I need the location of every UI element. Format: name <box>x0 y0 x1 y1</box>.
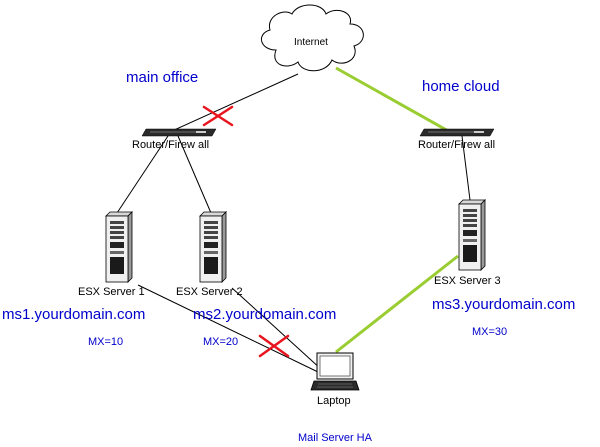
laptop-label: Laptop <box>317 395 351 407</box>
host-name-ms2: ms2.yourdomain.com <box>193 306 337 323</box>
host-name-ms1: ms1.yourdomain.com <box>2 306 146 323</box>
link-router-main-esx1 <box>116 135 169 214</box>
host-name-ms3: ms3.yourdomain.com <box>432 296 576 313</box>
mx-priority-ms3: MX=30 <box>472 326 508 338</box>
failed-link-mark-bottom <box>258 334 290 358</box>
router-icon <box>141 128 217 137</box>
link-router-main-esx2 <box>177 135 212 214</box>
link-router-home-esx3 <box>461 135 471 201</box>
esx3-label: ESX Server 3 <box>434 275 501 287</box>
router-home-label: Router/Firew all <box>418 139 496 151</box>
link-internet-router-main <box>171 73 299 132</box>
link-internet-router-home <box>335 66 451 134</box>
server-tower-icon <box>199 211 227 283</box>
server-tower-icon <box>105 211 133 283</box>
esx2-label: ESX Server 2 <box>176 286 243 298</box>
router-main-label: Router/Firew all <box>132 139 210 151</box>
mx-priority-ms2: MX=20 <box>203 336 239 348</box>
link-esx3-laptop <box>335 254 459 354</box>
failed-link-mark-top <box>202 105 234 127</box>
site-label-main-office: main office <box>126 69 199 86</box>
router-icon <box>419 128 495 137</box>
link-esx2-laptop <box>231 287 323 371</box>
mx-priority-ms1: MX=10 <box>88 336 124 348</box>
diagram-caption: Mail Server HA <box>298 432 372 444</box>
cloud-icon <box>261 4 364 72</box>
laptop-icon <box>310 352 360 391</box>
link-esx1-laptop <box>137 284 319 373</box>
server-tower-icon <box>458 199 486 271</box>
site-label-home-cloud: home cloud <box>422 78 500 95</box>
esx1-label: ESX Server 1 <box>78 286 145 298</box>
internet-label: Internet <box>294 37 328 48</box>
